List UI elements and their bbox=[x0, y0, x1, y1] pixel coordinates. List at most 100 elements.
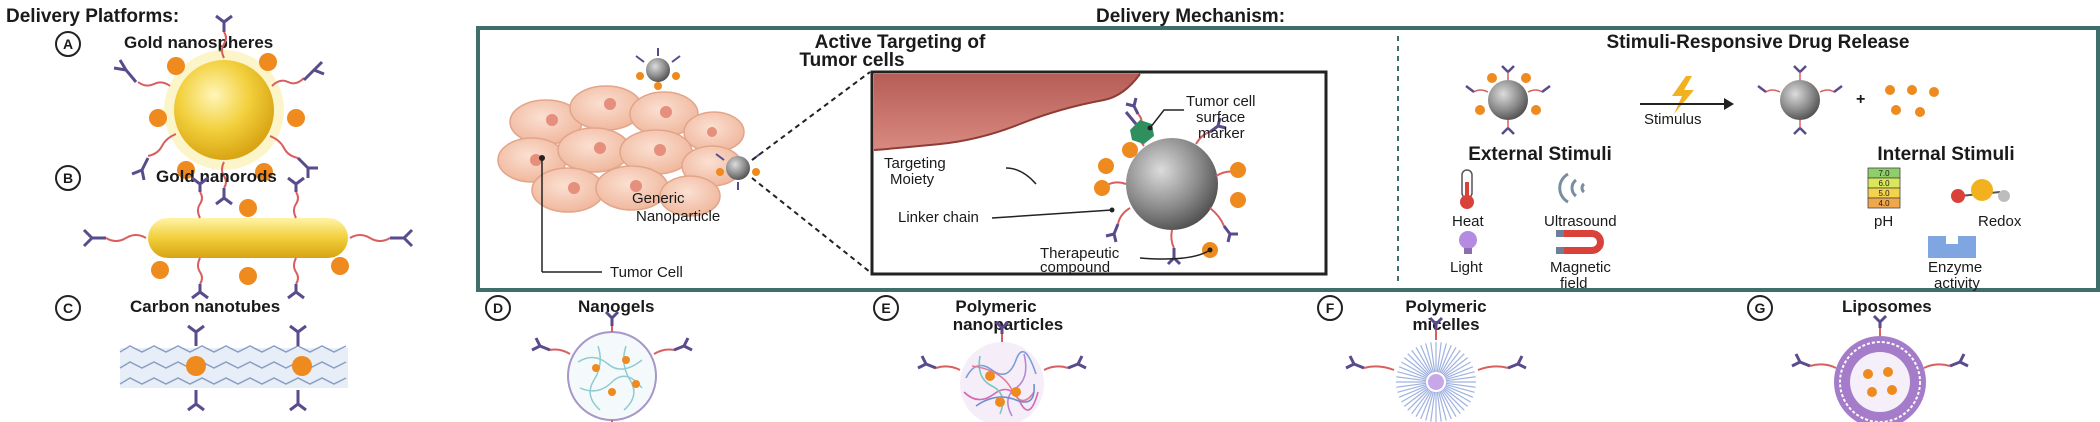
micelle-ray bbox=[1415, 390, 1432, 417]
platform-e: E Polymeric nanoparticles bbox=[873, 295, 1087, 422]
letter-badge bbox=[485, 295, 511, 321]
stimulus-label: Stimulus bbox=[1644, 111, 1702, 128]
tumor-cell-label: Tumor Cell bbox=[610, 264, 683, 281]
micelle-ray bbox=[1401, 386, 1428, 403]
micelle-ray bbox=[1415, 347, 1432, 374]
micelle-ray bbox=[1444, 361, 1471, 378]
platform-a: A Gold nanospheres bbox=[55, 14, 325, 206]
enzyme-icon bbox=[1928, 236, 1976, 258]
released-drug-molecules bbox=[1885, 85, 1939, 117]
released-nanoparticle bbox=[1757, 65, 1843, 135]
polymeric-nanoparticle-illustration bbox=[917, 320, 1087, 422]
carbon-nanotube-illustration bbox=[119, 324, 348, 412]
micelle-ray bbox=[1445, 366, 1474, 379]
svg-text:+: + bbox=[1856, 91, 1865, 108]
badge-letter: E bbox=[881, 300, 890, 316]
micelle-ray bbox=[1407, 388, 1430, 411]
micelle-ray bbox=[1445, 376, 1476, 382]
light-bulb-icon bbox=[1459, 231, 1477, 254]
micelle-ray bbox=[1396, 382, 1427, 388]
micelle-ray bbox=[1436, 342, 1442, 373]
letter-badge bbox=[55, 165, 81, 191]
polymeric-micelle-illustration bbox=[1345, 316, 1527, 422]
internal-stimuli-title: Internal Stimuli bbox=[1877, 144, 2014, 165]
platform-label-line2: nanoparticles bbox=[953, 315, 1064, 334]
letter-badge bbox=[1317, 295, 1343, 321]
active-targeting-title-line1: Active Targeting of bbox=[815, 32, 986, 53]
large-nanoparticle bbox=[1094, 97, 1246, 266]
platform-f: F Polymeric micelles bbox=[1317, 295, 1527, 422]
active-targeting-title-line2: Tumor cells bbox=[799, 50, 904, 71]
micelle-ray bbox=[1445, 371, 1475, 380]
micelle-ray bbox=[1445, 385, 1474, 398]
tumor-surface bbox=[874, 74, 1140, 150]
micelle-ray bbox=[1442, 388, 1465, 411]
delivery-platforms-title: Delivery Platforms: bbox=[6, 6, 179, 27]
micelle-ray bbox=[1401, 361, 1428, 378]
ultrasound-label: Ultrasound bbox=[1544, 213, 1617, 230]
gold-nanosphere-illustration bbox=[113, 14, 325, 206]
generic-np-label-line1: Generic bbox=[632, 190, 685, 207]
thermometer-icon bbox=[1460, 169, 1474, 209]
micelle-ray bbox=[1411, 349, 1431, 375]
micelle-ray bbox=[1430, 342, 1436, 373]
letter-badge bbox=[1747, 295, 1773, 321]
micelle-ray bbox=[1442, 353, 1465, 376]
external-stimuli-title: External Stimuli bbox=[1468, 144, 1612, 165]
loaded-nanoparticle bbox=[1465, 65, 1551, 135]
platform-label: Nanogels bbox=[578, 297, 655, 316]
micelle-ray bbox=[1396, 376, 1427, 382]
therapeutic-label-line2: compound bbox=[1040, 259, 1110, 276]
badge-letter: G bbox=[1755, 300, 1766, 316]
targeting-label-line2: Moiety bbox=[890, 171, 935, 188]
micelle-ray bbox=[1397, 371, 1427, 380]
micelle-ray bbox=[1445, 384, 1475, 393]
surface-marker bbox=[1130, 120, 1154, 144]
micelle-ray bbox=[1445, 382, 1476, 388]
ph-tick: 7.0 bbox=[1878, 169, 1890, 178]
small-nanoparticle-top bbox=[635, 48, 681, 90]
targeting-label-line1: Targeting bbox=[884, 155, 946, 172]
micelle-ray bbox=[1439, 391, 1452, 420]
enzyme-label-line2: activity bbox=[1934, 275, 1980, 292]
gold-nanorod-illustration bbox=[82, 176, 414, 300]
micelle-ray bbox=[1403, 387, 1429, 407]
micelle-ray bbox=[1439, 344, 1452, 373]
nanogel-illustration bbox=[531, 310, 693, 422]
marker-label-line3: marker bbox=[1198, 125, 1245, 142]
micelle-ray bbox=[1407, 353, 1430, 376]
ph-scale-icon: 7.0 6.0 5.0 4.0 bbox=[1867, 167, 1901, 209]
micelle-ray bbox=[1438, 343, 1447, 373]
lightning-icon bbox=[1672, 76, 1694, 114]
heat-label: Heat bbox=[1452, 213, 1485, 230]
tumor-cell-cluster bbox=[497, 85, 745, 217]
magnet-icon bbox=[1556, 230, 1604, 254]
platform-label-line2: micelles bbox=[1412, 315, 1479, 334]
micelle-ray bbox=[1420, 344, 1433, 373]
delivery-mechanism-title: Delivery Mechanism: bbox=[1096, 6, 1285, 27]
therapeutic-label-line1: Therapeutic bbox=[1040, 245, 1120, 262]
micelle-ray bbox=[1440, 347, 1457, 374]
micelle-ray bbox=[1443, 357, 1469, 377]
micelle-ray bbox=[1440, 390, 1457, 417]
magnetic-label-line1: Magnetic bbox=[1550, 259, 1611, 276]
micelle-ray bbox=[1398, 366, 1427, 379]
ph-tick: 4.0 bbox=[1878, 199, 1890, 208]
platform-label-line1: Polymeric bbox=[1405, 297, 1486, 316]
liposome-illustration bbox=[1791, 314, 1969, 422]
platform-label-line1: Polymeric bbox=[955, 297, 1036, 316]
badge-letter: F bbox=[1326, 300, 1335, 316]
letter-badge bbox=[55, 31, 81, 57]
ph-label: pH bbox=[1874, 213, 1893, 230]
micelle-ray bbox=[1425, 391, 1434, 421]
redox-molecule-icon bbox=[1951, 179, 2010, 203]
letter-badge bbox=[55, 295, 81, 321]
micelle-ray bbox=[1397, 384, 1427, 393]
linker-label: Linker chain bbox=[898, 209, 979, 226]
micelle-ray bbox=[1443, 387, 1469, 407]
ultrasound-icon bbox=[1558, 172, 1586, 204]
platform-d: D Nanogels bbox=[485, 295, 693, 422]
platform-g: G Liposomes bbox=[1747, 295, 1969, 422]
stimuli-title: Stimuli-Responsive Drug Release bbox=[1606, 32, 1909, 53]
